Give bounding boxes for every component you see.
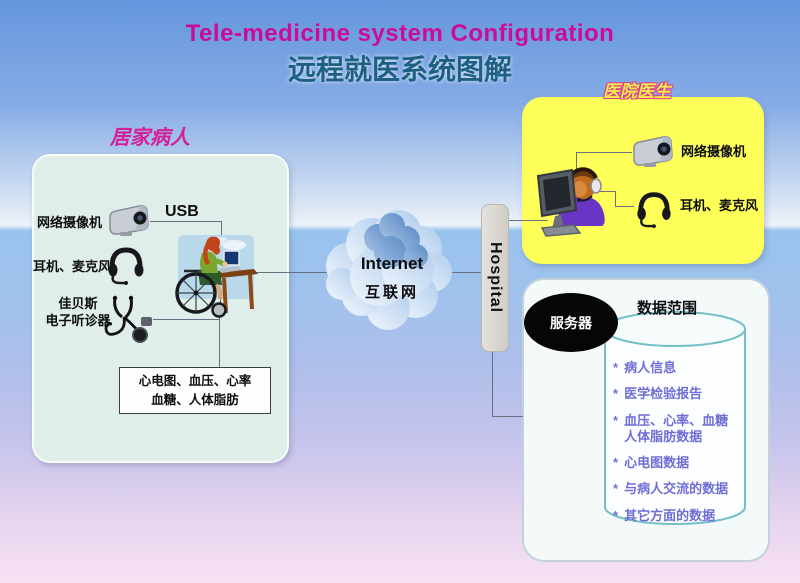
connector-webcam-usb [150, 221, 222, 222]
data-list: * 病人信息 * 医学检验报告 * 血压、心率、血糖 人体脂肪数据 * 心电图数… [613, 360, 749, 534]
connector-computer-measurements [219, 317, 220, 368]
measurements-text: 心电图、血压、心率 血糖、人体脂肪 [138, 373, 252, 407]
list-item-text: 医学检验报告 [624, 386, 703, 402]
page-subtitle: 远程就医系统图解 [287, 54, 512, 85]
list-item: * 与病人交流的数据 [613, 481, 749, 497]
headset-icon [108, 247, 144, 285]
list-item-text: 病人信息 [624, 360, 677, 375]
doctor-headset-label: 耳机、麦克风 [680, 198, 759, 213]
list-item: * 血压、心率、血糖 人体脂肪数据 [613, 413, 749, 446]
patient-panel-title: 居家病人 [110, 127, 190, 149]
patient-wheelchair-illustration [175, 235, 258, 318]
doctor-at-computer-illustration [536, 167, 605, 237]
connector-usb-computer [221, 221, 222, 243]
data-scope-title: 数据范围 [636, 300, 697, 317]
server-label: 服务器 [550, 314, 592, 331]
doctor-panel-title: 医院医生 [603, 82, 671, 101]
usb-label: USB [165, 203, 199, 220]
list-item-text: 其它方面的数据 [624, 507, 716, 523]
list-item: * 病人信息 [613, 360, 749, 376]
list-item: * 其它方面的数据 [613, 508, 749, 524]
internet-label-zh: 互联网 [364, 284, 419, 301]
hospital-bar: Hospital [481, 204, 509, 352]
headset-icon [637, 192, 671, 228]
list-item-text: 心电图数据 [624, 455, 690, 470]
list-item-text: 与病人交流的数据 [624, 481, 729, 497]
internet-cloud [326, 210, 452, 330]
list-item: * 心电图数据 [613, 455, 749, 471]
hospital-bar-label: Hospital [487, 242, 504, 314]
bullet-asterisk: * [613, 386, 619, 402]
bullet-asterisk: * [613, 455, 619, 470]
doctor-webcam-label: 网络摄像机 [681, 144, 747, 159]
server-oval: 服务器 [524, 293, 618, 352]
database-cylinder [604, 311, 746, 525]
patient-webcam-label: 网络摄像机 [37, 215, 103, 230]
internet-label-en: Internet [360, 254, 424, 273]
patient-headset-label: 耳机、麦克风 [33, 259, 112, 274]
list-item-text: 血压、心率、血糖 人体脂肪数据 [624, 412, 729, 444]
webcam-icon [109, 205, 149, 236]
bullet-asterisk: * [613, 507, 619, 523]
connector-doctor-headset-1 [597, 191, 616, 192]
connector-hospital-data-vertical [492, 350, 493, 417]
patient-stethoscope-label: 佳贝斯 电子听诊器 [45, 296, 111, 328]
bullet-asterisk: * [613, 360, 619, 375]
webcam-icon [633, 136, 673, 167]
connector-stethoscope [153, 319, 219, 320]
connector-doctor-headset-2 [615, 191, 616, 207]
connector-doctor-headset-3 [615, 206, 634, 207]
stethoscope-icon [104, 295, 152, 343]
bullet-asterisk: * [613, 481, 619, 497]
list-item: * 医学检验报告 [613, 386, 749, 402]
page-title: Tele-medicine system Configuration [185, 20, 615, 47]
connector-doctor-webcam-vertical [576, 152, 577, 172]
connector-hospital-data-horizontal [492, 416, 523, 417]
connector-doctor-webcam-horizontal [576, 152, 632, 153]
connector-hospital-doctor [506, 220, 548, 221]
measurements-box: 心电图、血压、心率 血糖、人体脂肪 [119, 367, 271, 414]
bullet-asterisk: * [613, 412, 619, 428]
